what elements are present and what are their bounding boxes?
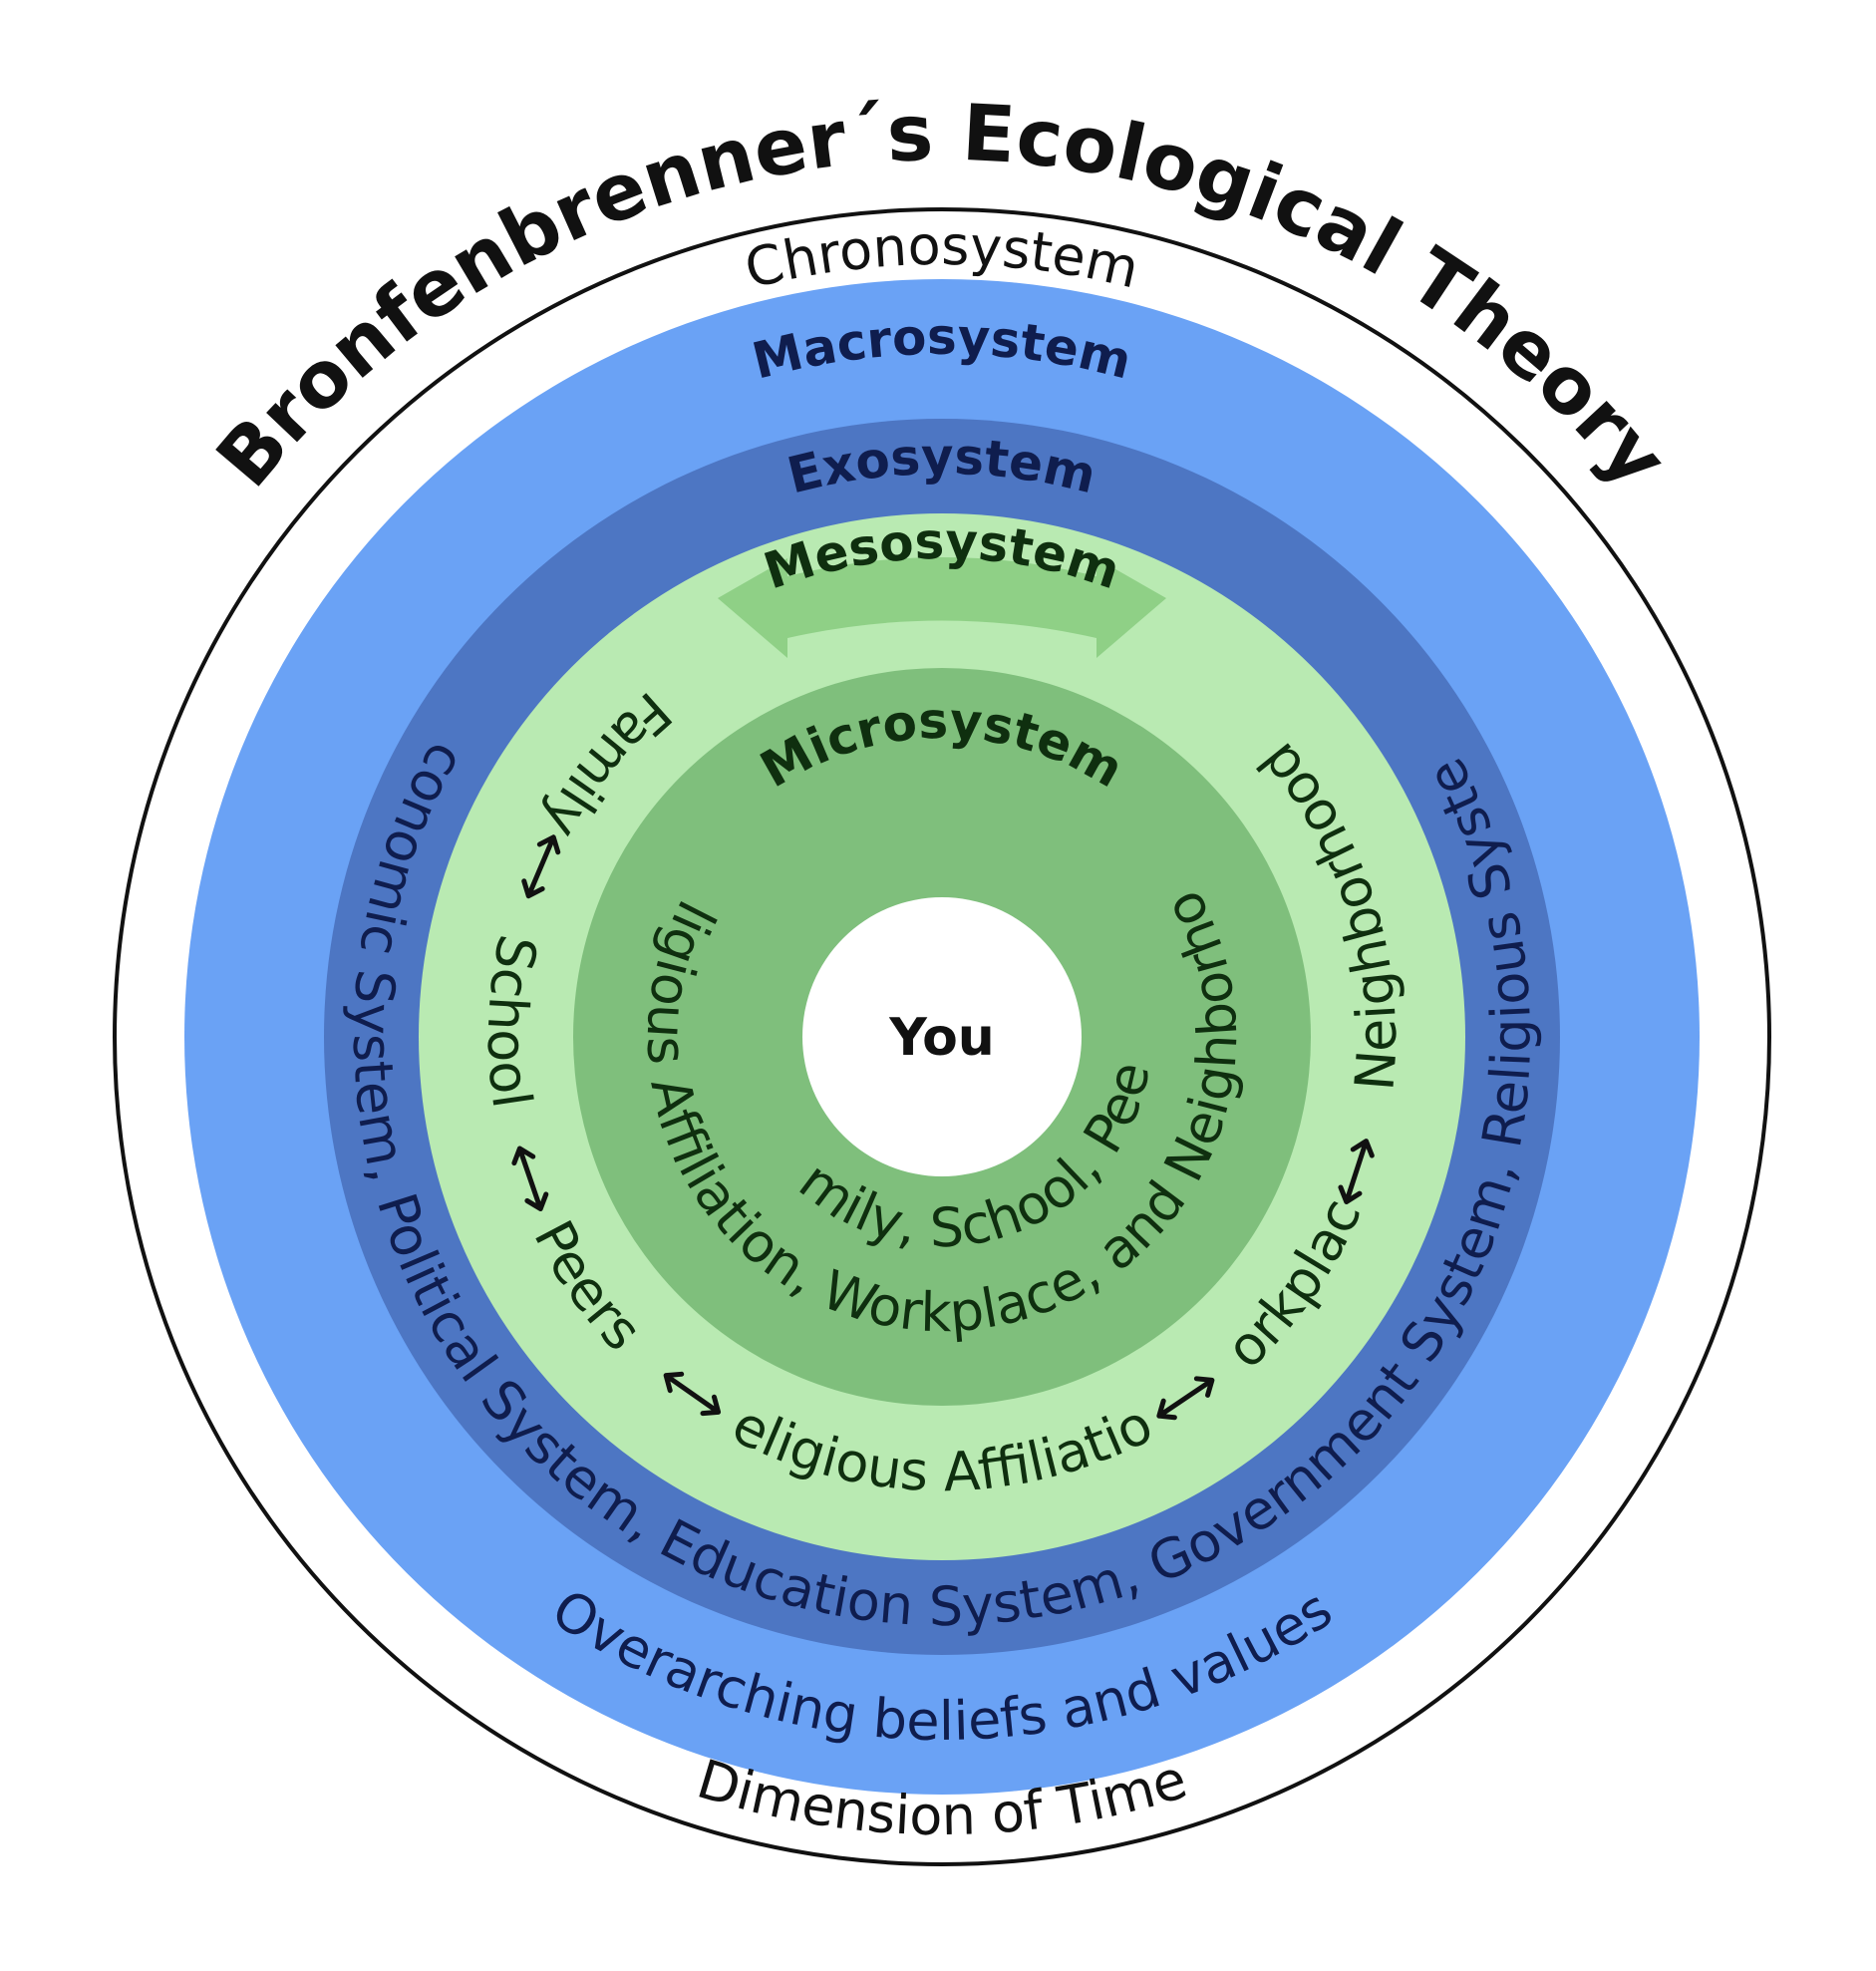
double-headed-arrow-icon (663, 1371, 722, 1417)
double-headed-arrow-icon (521, 834, 561, 899)
double-headed-arrow-icon (1338, 1139, 1375, 1204)
center-label: You (888, 1008, 995, 1068)
double-headed-arrow-icon (1156, 1376, 1215, 1421)
center-circle (802, 897, 1082, 1176)
double-headed-arrow-icon (511, 1146, 549, 1212)
curved-double-arrow-icon (718, 557, 1166, 658)
mesosystem-item: School (475, 930, 549, 1113)
